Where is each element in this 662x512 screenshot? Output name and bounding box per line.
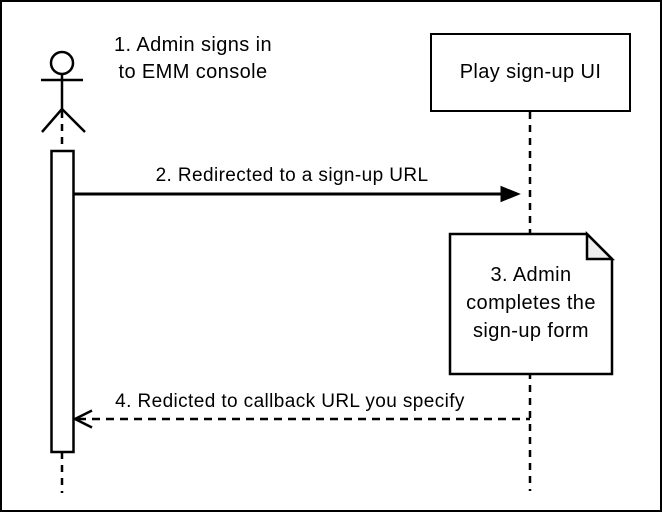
participant-box: Play sign-up UI xyxy=(430,33,631,112)
actor-activation-bar xyxy=(50,149,75,454)
message-4-label: 4. Redicted to callback URL you specify xyxy=(115,391,465,412)
participant-label: Play sign-up UI xyxy=(459,61,602,83)
actor-head xyxy=(49,50,75,76)
note-shape xyxy=(448,230,616,376)
actor-right-leg xyxy=(61,108,86,133)
note-fold xyxy=(585,230,616,261)
message-2-label: 2. Redirected to a sign-up URL xyxy=(155,165,429,186)
actor-figure xyxy=(41,50,86,133)
message-2-arrowhead xyxy=(500,185,521,203)
note-label: 3. Admin completes the sign-up form xyxy=(466,264,596,342)
actor-annotation-label: 1. Admin signs in to EMM console xyxy=(114,34,272,83)
actor-left-leg xyxy=(41,108,63,133)
message-4-arrowhead xyxy=(72,409,93,429)
note-body xyxy=(448,232,614,376)
